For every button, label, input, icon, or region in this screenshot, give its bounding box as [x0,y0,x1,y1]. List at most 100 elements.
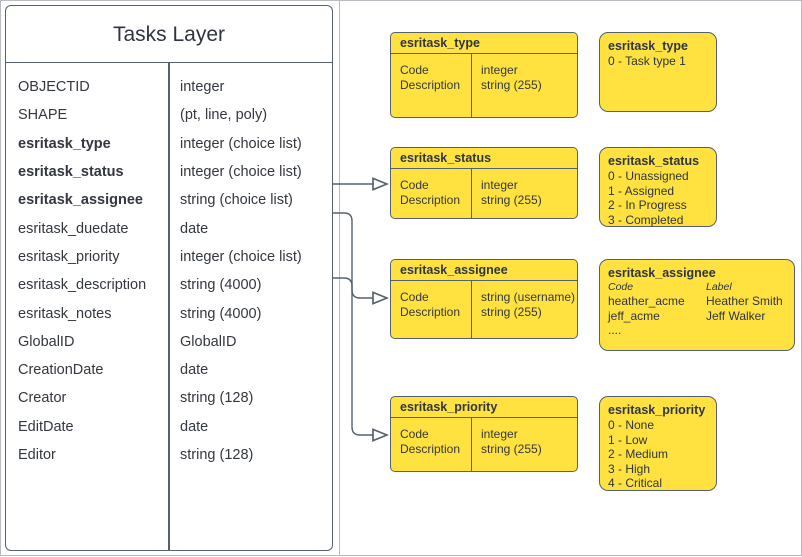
value-code: jeff_acme [608,308,660,323]
domain-box-field-names: Code Description [391,427,471,456]
value-line: 1 - Assigned [608,183,675,198]
field-name: esritask_priority [18,248,120,265]
value-line: 2 - In Progress [608,198,687,213]
table-row[interactable]: OBJECTID integer [6,73,332,101]
table-row[interactable]: Creator string (128) [6,384,332,412]
field-type: string (4000) [180,277,262,294]
value-label: Heather Smith [706,294,783,308]
domain-box-body: Code Description integer string (255) [391,169,577,218]
value-header-label: Label [706,281,732,293]
domain-type-description: string (255) [481,304,542,319]
value-box-lines: 0 - Task type 1 [608,54,708,69]
value-code: heather_acme [608,294,685,308]
field-type: integer [180,79,225,96]
value-line: 0 - None [608,418,655,432]
field-type: date [180,220,209,237]
value-box-title: esritask_priority [608,403,706,417]
domain-box-esritask-assignee[interactable]: esritask_assignee Code Description strin… [390,259,578,339]
value-box-grid-rows: heather_acme Heather Smith jeff_acme Jeff W… [608,294,786,323]
field-name: Editor [18,447,56,463]
domain-field-description: Description [400,192,461,207]
field-type: integer (choice list) [180,164,302,181]
domain-box-title: esritask_assignee [391,260,577,281]
table-row[interactable]: SHAPE (pt, line, poly) [6,101,332,129]
field-name: esritask_duedate [18,220,129,237]
field-name: CreationDate [18,362,104,379]
domain-box-field-types: integer string (255) [471,63,542,92]
value-line: 3 - Completed [608,212,684,227]
value-grid-row: jeff_acme Jeff Walker [608,309,786,324]
value-box-esritask-assignee[interactable]: esritask_assignee Code Label heather_acm… [599,259,795,351]
domain-type-code: integer [481,63,518,77]
field-name: OBJECTID [18,79,90,96]
domain-field-code: Code [400,290,429,304]
domain-box-esritask-type[interactable]: esritask_type Code Description integer s… [390,32,578,118]
field-type: (pt, line, poly) [180,107,268,124]
domain-box-esritask-priority[interactable]: esritask_priority Code Description integ… [390,396,578,472]
field-type: string (4000) [180,305,262,322]
value-header-code: Code [608,281,634,293]
field-type: integer (choice list) [180,135,302,152]
field-name: Creator [18,390,67,407]
field-type: string (128) [180,447,254,463]
field-name: SHAPE [18,107,68,124]
field-name: esritask_notes [18,305,112,322]
value-ellipsis: .... [608,323,622,338]
domain-box-field-names: Code Description [391,63,471,92]
domain-field-description: Description [400,304,461,319]
domain-box-column-divider [471,281,473,338]
value-line: 2 - Medium [608,447,669,462]
table-row[interactable]: esritask_notes string (4000) [6,299,332,327]
domain-field-code: Code [400,427,429,441]
table-row[interactable]: esritask_duedate date [6,214,332,242]
field-name: esritask_assignee [18,192,143,209]
value-grid-row: heather_acme Heather Smith [608,294,786,309]
value-box-grid-header: Code Label [608,281,786,294]
value-line: 1 - Low [608,432,648,447]
field-type: integer (choice list) [180,248,302,265]
table-row[interactable]: esritask_assignee string (choice list) [6,186,332,214]
domain-box-field-types: string (username) string (255) [471,290,575,319]
field-type: string (choice list) [180,192,293,209]
domain-box-body: Code Description integer string (255) [391,418,577,471]
table-row[interactable]: Editor string (128) [6,441,332,469]
domain-box-title: esritask_priority [391,397,577,418]
field-type: GlobalID [180,333,237,350]
table-row[interactable]: esritask_description string (4000) [6,271,332,299]
field-name: esritask_description [18,277,147,294]
field-name: EditDate [18,418,74,435]
domain-box-body: Code Description integer string (255) [391,54,577,117]
table-row[interactable]: EditDate date [6,413,332,441]
value-line: 0 - Task type 1 [608,54,686,68]
domain-box-body: Code Description string (username) strin… [391,281,577,338]
domain-box-field-names: Code Description [391,178,471,207]
value-box-title: esritask_type [608,39,688,53]
domain-field-description: Description [400,77,461,92]
domain-type-description: string (255) [481,192,542,207]
domain-field-code: Code [400,178,429,192]
field-type: date [180,418,209,435]
domain-box-esritask-status[interactable]: esritask_status Code Description integer… [390,147,578,219]
value-box-esritask-type[interactable]: esritask_type 0 - Task type 1 [599,32,717,112]
domain-box-column-divider [471,169,473,218]
value-box-title: esritask_status [608,154,700,168]
value-line: 0 - Unassigned [608,169,689,183]
page-title: Tasks Layer [6,6,332,63]
domain-type-code: integer [481,178,518,192]
domain-field-code: Code [400,63,429,77]
table-row[interactable]: esritask_priority integer (choice list) [6,243,332,271]
field-type: string (128) [180,390,254,407]
value-label: Jeff Walker [706,308,766,323]
panel-divider [339,1,340,555]
domain-box-title: esritask_type [391,33,577,54]
